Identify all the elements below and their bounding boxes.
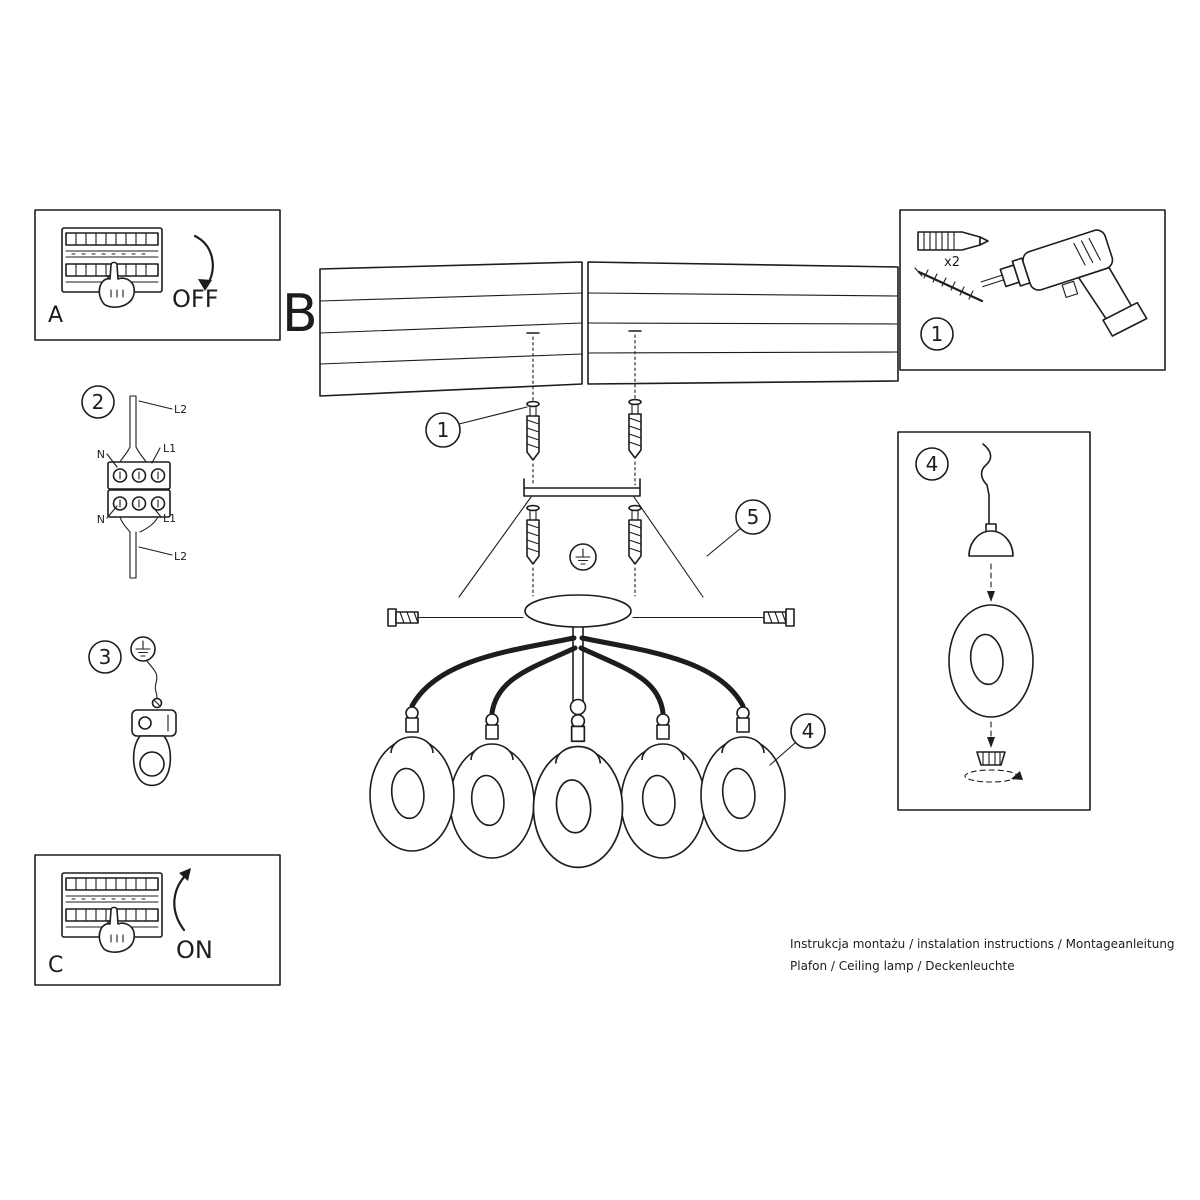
- wall-plug-icon: [917, 231, 989, 251]
- step-b-label: B: [282, 284, 318, 344]
- drill-icon: [980, 229, 1148, 337]
- side-bolt-left: [387, 608, 524, 627]
- stem-ball: [569, 698, 587, 716]
- callout-4-badge: [790, 713, 826, 749]
- anchor-quantity: x2: [944, 255, 960, 270]
- ceiling-boards: [319, 261, 899, 397]
- step-c-power-on: C ON: [34, 854, 281, 986]
- step1-number: 1: [931, 322, 944, 346]
- step2-badge: [81, 385, 115, 419]
- rotation-path: [964, 769, 1018, 783]
- holder-dome: [968, 530, 1014, 557]
- side-bolt-right: [632, 608, 795, 627]
- wire-label-l2-bottom: L2: [174, 550, 187, 563]
- step-a-frame: [34, 209, 281, 341]
- bracket-screw-right: [628, 504, 642, 565]
- mounting-bracket: [523, 487, 641, 497]
- shade-exploded-step4: 4: [897, 431, 1091, 811]
- step-c-label: C: [48, 953, 63, 978]
- glass-shade: [449, 713, 535, 859]
- wire-label-n-bottom: N: [97, 513, 105, 526]
- ring-nut: [976, 751, 1006, 766]
- step-a-label: A: [48, 303, 63, 328]
- lamp-cable: [980, 443, 992, 525]
- glass-shade: [948, 604, 1034, 718]
- callout-1-badge: [425, 412, 461, 448]
- flip-down-arrow-icon: [193, 234, 214, 288]
- step3-number: 3: [99, 645, 112, 669]
- glass-shade: [369, 706, 455, 852]
- wire-label-l1-top: L1: [163, 442, 176, 455]
- callout-1-number: 1: [437, 418, 450, 442]
- step-a-power-off: A OFF: [34, 209, 281, 341]
- clamp-screw-icon: [151, 697, 163, 709]
- bracket-screw-left: [526, 504, 540, 565]
- strain-relief-ring: [132, 735, 172, 787]
- step4-number: 4: [926, 452, 939, 476]
- step3-badge: [88, 640, 122, 674]
- power-off-label: OFF: [172, 285, 219, 313]
- callout-4-number: 4: [802, 719, 815, 743]
- step2-number: 2: [92, 390, 105, 414]
- step1-badge: [920, 317, 954, 351]
- hardware-box-step1: x2 1: [899, 209, 1166, 371]
- callout-5-badge: [735, 499, 771, 535]
- footer-line1: Instrukcja montażu / instalation instruc…: [790, 937, 1175, 951]
- footer-line2: Plafon / Ceiling lamp / Deckenleuchte: [790, 959, 1015, 973]
- flip-up-arrowhead-icon: [179, 868, 191, 881]
- glass-shade: [620, 713, 706, 859]
- canopy: [524, 594, 632, 628]
- step4-badge: [915, 447, 949, 481]
- wire-label-n-top: N: [97, 448, 105, 461]
- wire-label-l1-bottom: L1: [163, 512, 176, 525]
- ground-step3: 3: [88, 636, 177, 787]
- ceiling-board-left: [319, 261, 583, 397]
- flip-up-arrow-icon: [173, 870, 191, 932]
- wiring-step2: 2 L2 L1 N N L1 L2: [81, 385, 187, 579]
- rotate-arrowhead-icon: [1011, 771, 1023, 780]
- footer: Instrukcja montażu / instalation instruc…: [790, 937, 1175, 973]
- glass-shade: [700, 706, 786, 852]
- down-arrow-icon: [987, 591, 995, 602]
- wire-label-l2-top: L2: [174, 403, 187, 416]
- ceiling-screw-right: [628, 398, 642, 459]
- step4-frame: [897, 431, 1091, 811]
- callout-5-number: 5: [747, 505, 760, 529]
- mounting-screw-icon: [914, 267, 984, 303]
- flip-down-arrowhead-icon: [198, 279, 212, 291]
- hardware-frame: [899, 209, 1166, 371]
- glass-shade-center: [532, 713, 624, 869]
- down-arrow-icon: [987, 737, 995, 748]
- step-c-frame: [34, 854, 281, 986]
- ceiling-screw-left: [526, 400, 540, 461]
- main-assembly: 1 5 4: [369, 330, 826, 869]
- power-on-label: ON: [176, 936, 213, 964]
- ground-symbol-icon: [130, 636, 156, 662]
